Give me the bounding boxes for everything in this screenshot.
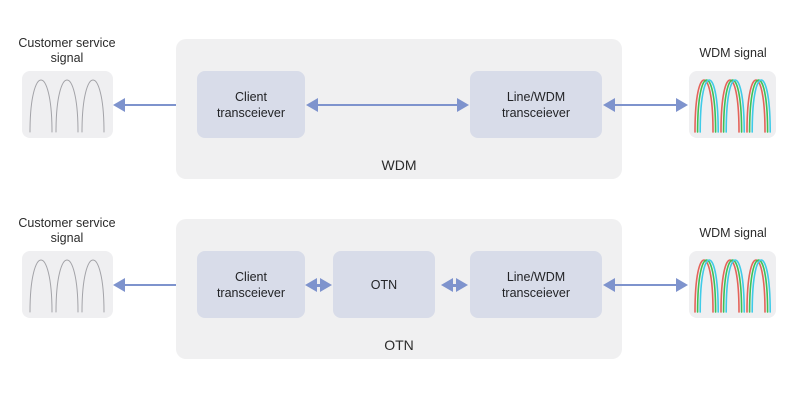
client-transceiver-node-wdm: Client transceiever bbox=[197, 71, 305, 138]
arrowhead-left-icon bbox=[441, 278, 453, 292]
arrowhead-right-icon bbox=[676, 278, 688, 292]
service-signal-waveform-icon bbox=[29, 78, 104, 132]
line-wdm-transceiver-node-wdm: Line/WDM transceiever bbox=[470, 71, 602, 138]
otn-node: OTN bbox=[333, 251, 435, 318]
arrowhead-left-icon bbox=[113, 278, 125, 292]
wdm-signal-box-wdm bbox=[689, 71, 776, 138]
customer-service-signal-label-otn: Customer service signal bbox=[18, 216, 116, 245]
arrow-line-to-wdm-signal-otn bbox=[603, 277, 688, 293]
customer-service-signal-label-wdm: Customer service signal bbox=[18, 36, 116, 65]
arrowhead-left-icon bbox=[603, 98, 615, 112]
customer-service-signal-box-otn bbox=[22, 251, 113, 318]
arrowhead-left-icon bbox=[305, 278, 317, 292]
customer-service-signal-box-wdm bbox=[22, 71, 113, 138]
arrowhead-right-icon bbox=[457, 98, 469, 112]
arrowhead-left-icon bbox=[113, 98, 125, 112]
arrowhead-left-icon bbox=[603, 278, 615, 292]
wdm-signal-box-otn bbox=[689, 251, 776, 318]
arrowhead-left-icon bbox=[306, 98, 318, 112]
otn-container-label: OTN bbox=[384, 337, 414, 353]
wdm-signal-label-otn: WDM signal bbox=[699, 226, 767, 240]
arrow-client-to-line-wdm bbox=[306, 97, 469, 113]
client-transceiver-node-otn: Client transceiever bbox=[197, 251, 305, 318]
arrowhead-right-icon bbox=[676, 98, 688, 112]
arrow-line-to-wdm-signal-wdm bbox=[603, 97, 688, 113]
arrow-otn-to-line bbox=[441, 277, 468, 293]
wdm-signal-label-wdm: WDM signal bbox=[699, 46, 767, 60]
service-signal-waveform-icon bbox=[29, 258, 104, 312]
wdm-signal-waveform-icon bbox=[693, 258, 771, 313]
arrow-client-to-otn bbox=[305, 277, 332, 293]
wdm-signal-waveform-icon bbox=[693, 78, 771, 133]
arrowhead-right-icon bbox=[456, 278, 468, 292]
wdm-container-label: WDM bbox=[381, 157, 417, 173]
line-wdm-transceiver-node-otn: Line/WDM transceiever bbox=[470, 251, 602, 318]
arrowhead-right-icon bbox=[320, 278, 332, 292]
